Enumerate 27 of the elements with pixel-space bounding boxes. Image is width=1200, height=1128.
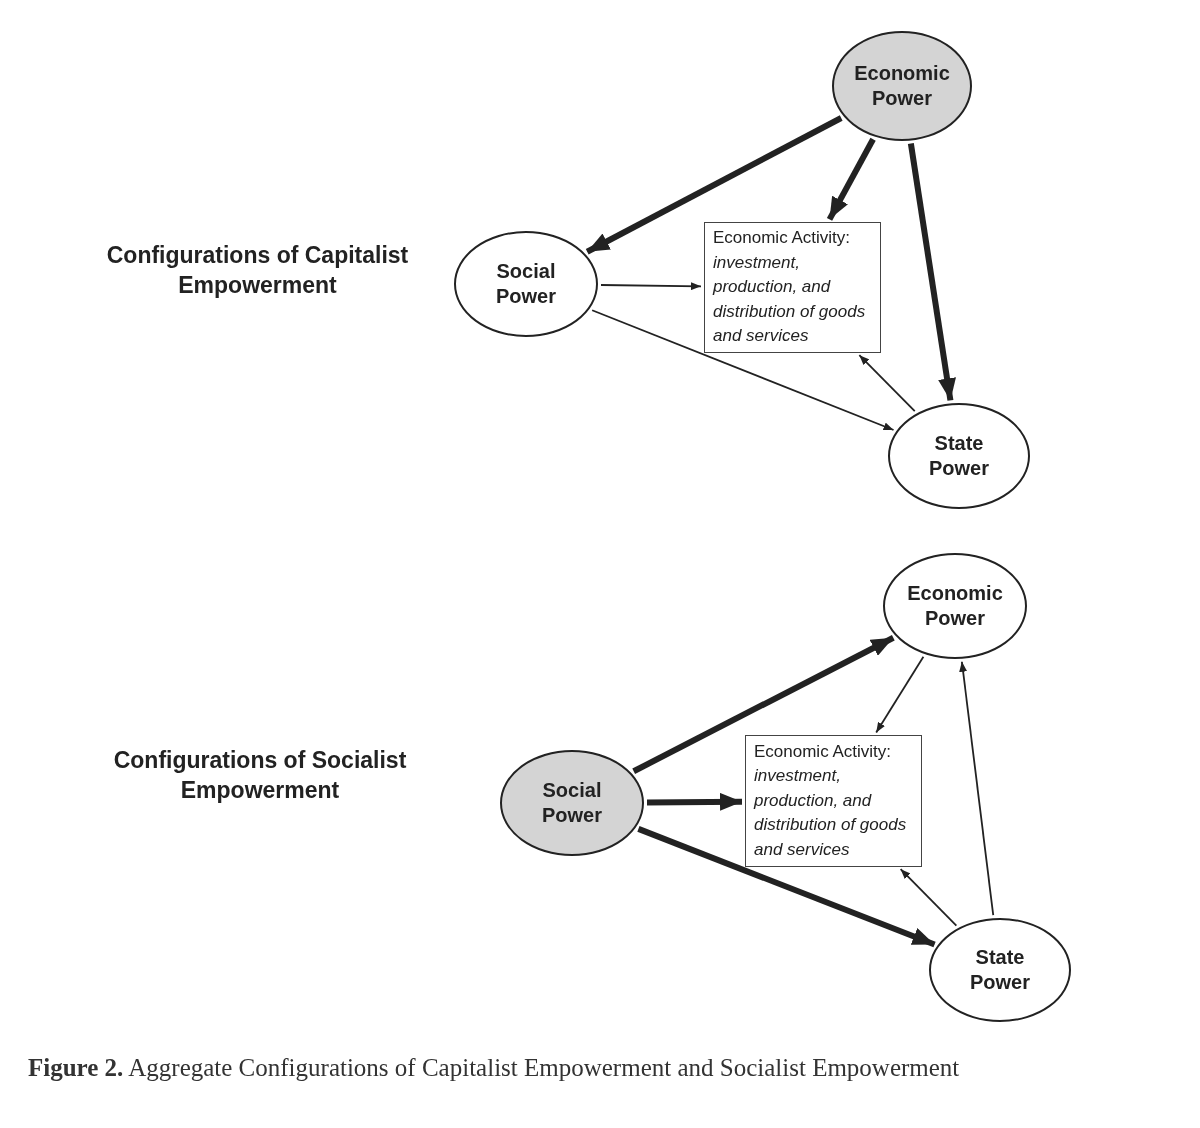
diagram-heading: Configurations of Socialist Empowerment <box>112 746 408 805</box>
figure-caption: Figure 2. Aggregate Configurations of Capitalist Empowerment and Socialist Empowerment <box>28 1054 960 1082</box>
node-title: Economic Activity: <box>713 227 850 250</box>
node-title: Social Power <box>541 778 603 828</box>
diagram-heading: Configurations of Capitalist Empowerment <box>105 241 410 300</box>
arrow <box>637 826 936 948</box>
arrow <box>907 143 956 401</box>
arrow <box>600 282 702 291</box>
node-title: Social Power <box>495 259 557 309</box>
node-title: Economic Power <box>906 581 1004 631</box>
arrow <box>632 635 895 774</box>
arrow <box>826 137 876 221</box>
node-title: Economic Power <box>853 61 951 111</box>
node-title: State Power <box>928 431 990 481</box>
arrow <box>646 792 743 811</box>
arrow <box>585 115 843 255</box>
node-description: investment, production, and distribution of goods and services <box>713 251 866 348</box>
arrow <box>875 655 925 734</box>
node-description: investment, production, and distribution of goods and services <box>754 765 907 861</box>
node-title: State Power <box>969 945 1031 995</box>
arrow <box>959 660 995 917</box>
arrow <box>591 309 895 431</box>
node-title: Economic Activity: <box>754 740 891 763</box>
arrow <box>899 868 958 927</box>
process-box <box>704 222 881 353</box>
process-box <box>745 735 922 867</box>
arrow <box>858 354 916 413</box>
